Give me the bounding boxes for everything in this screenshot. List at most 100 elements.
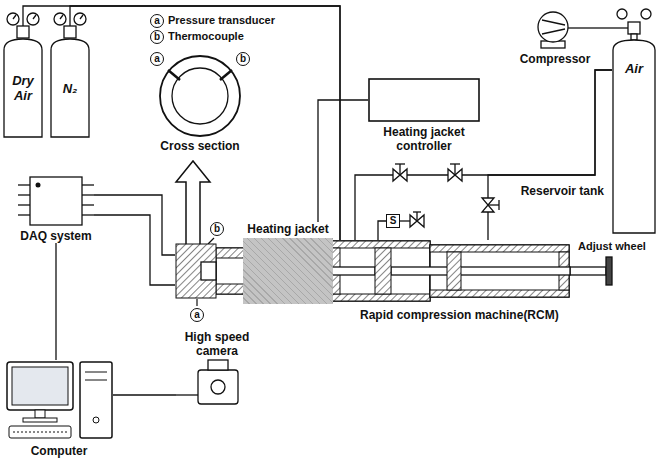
computer-icon (85, 372, 107, 373)
valve (393, 164, 499, 212)
high-speed-camera: High speed camera (176, 330, 258, 406)
machine-body (176, 244, 216, 298)
daq-label: DAQ system (18, 229, 94, 243)
computer-icon (85, 380, 107, 381)
gas-regulator (7, 13, 19, 25)
controller-box: Heating jacket controller (368, 78, 480, 153)
compressor-icon (542, 20, 565, 34)
pipe-line (94, 215, 175, 285)
gas-label: N₂ (61, 81, 79, 96)
computer-icon (23, 418, 57, 422)
machine-body (430, 290, 569, 297)
machine-body (391, 267, 570, 275)
gas-regulator (17, 26, 29, 38)
controller-outline (368, 78, 480, 122)
pipe-line (595, 27, 612, 28)
machine-body (375, 248, 391, 294)
solenoid-valve (413, 211, 421, 212)
adjust-wheel (570, 257, 612, 285)
gas-regulator (27, 13, 39, 25)
tank-label: Reservoir tank (521, 184, 604, 198)
pipe-line (355, 70, 612, 240)
chamber-section (160, 56, 240, 136)
legend-text: Thermocouple (168, 30, 244, 43)
machine-body (447, 252, 461, 290)
daq-chip (18, 204, 30, 205)
daq-chip (18, 175, 94, 227)
valve (450, 163, 460, 164)
camera-icon (211, 380, 225, 394)
pipe-line (488, 70, 612, 240)
gas-regulator (33, 15, 36, 19)
pipe-line (318, 100, 368, 222)
daq-chip (82, 204, 94, 205)
compressor-icon (568, 27, 595, 28)
cylinder-outline (4, 39, 42, 137)
compressor-icon (538, 12, 568, 42)
pipe-line (70, 6, 340, 240)
view-label: Cross section (150, 139, 250, 153)
pipe-line (113, 394, 176, 395)
daq-chip (30, 177, 82, 225)
camera-icon (176, 394, 198, 395)
solenoid-valve (378, 221, 386, 240)
computer-icon (13, 432, 67, 433)
computer-icon (9, 426, 71, 438)
controller-label: Heating jacket controller (368, 125, 480, 153)
solenoid-valve (378, 212, 424, 240)
sensor-mark: b (236, 52, 250, 66)
machine-body (175, 240, 570, 302)
sensor-mark: a (150, 52, 164, 66)
gas-label: Dry Air (3, 73, 43, 103)
sensor-mark: b (210, 222, 224, 236)
legend-text: Pressure transducer (168, 14, 275, 27)
machine-body (315, 267, 375, 275)
gas-cylinder: Dry Air (3, 38, 43, 138)
adjust-wheel (606, 257, 612, 285)
solenoid-valve (400, 220, 410, 221)
leader-line (208, 238, 214, 244)
gas-regulator (80, 15, 83, 19)
machine-body (216, 248, 330, 258)
tank-outline (612, 27, 628, 28)
daq-chip (82, 214, 94, 215)
computer-icon (80, 362, 112, 438)
rapid-compression-machine: Rapid compression machine(RCM) (175, 240, 570, 302)
compressor-label: Compressor (515, 52, 595, 66)
valve (399, 164, 400, 175)
camera-icon (198, 370, 238, 404)
valve-mark: S (386, 214, 400, 228)
part-label: Adjust wheel (578, 240, 646, 253)
adjust-wheel (570, 267, 606, 275)
daq-chip (82, 184, 94, 185)
sensor-mark: a (190, 308, 204, 322)
gas-regulator (74, 13, 86, 25)
camera-label: High speed camera (176, 330, 258, 358)
solenoid-valve (416, 212, 417, 221)
sensor-key: a (150, 14, 164, 28)
tank-content: Air (612, 6, 656, 76)
controller-outline (369, 79, 479, 121)
gas-regulator (13, 15, 16, 19)
computer-icon (5, 360, 113, 444)
cross-section-view: Cross section (150, 54, 250, 153)
daq-chip (82, 194, 94, 195)
computer-label: Computer (5, 444, 113, 458)
tank-outline (617, 9, 627, 19)
valve (454, 164, 455, 175)
camera-icon (208, 360, 228, 370)
valve (498, 200, 499, 210)
gas-regulator (60, 15, 63, 19)
machine-body (330, 294, 430, 301)
pipe-line (23, 6, 340, 240)
jacket-label: Heating jacket (243, 222, 333, 236)
computer-icon (7, 362, 73, 410)
compressor-icon (515, 8, 595, 50)
daq-chip (18, 184, 30, 185)
sensor-key: b (150, 30, 164, 44)
daq-chip (36, 183, 41, 188)
machine-label: Rapid compression machine(RCM) (360, 308, 559, 322)
machine-body (255, 258, 315, 284)
pipe-line (55, 243, 56, 360)
